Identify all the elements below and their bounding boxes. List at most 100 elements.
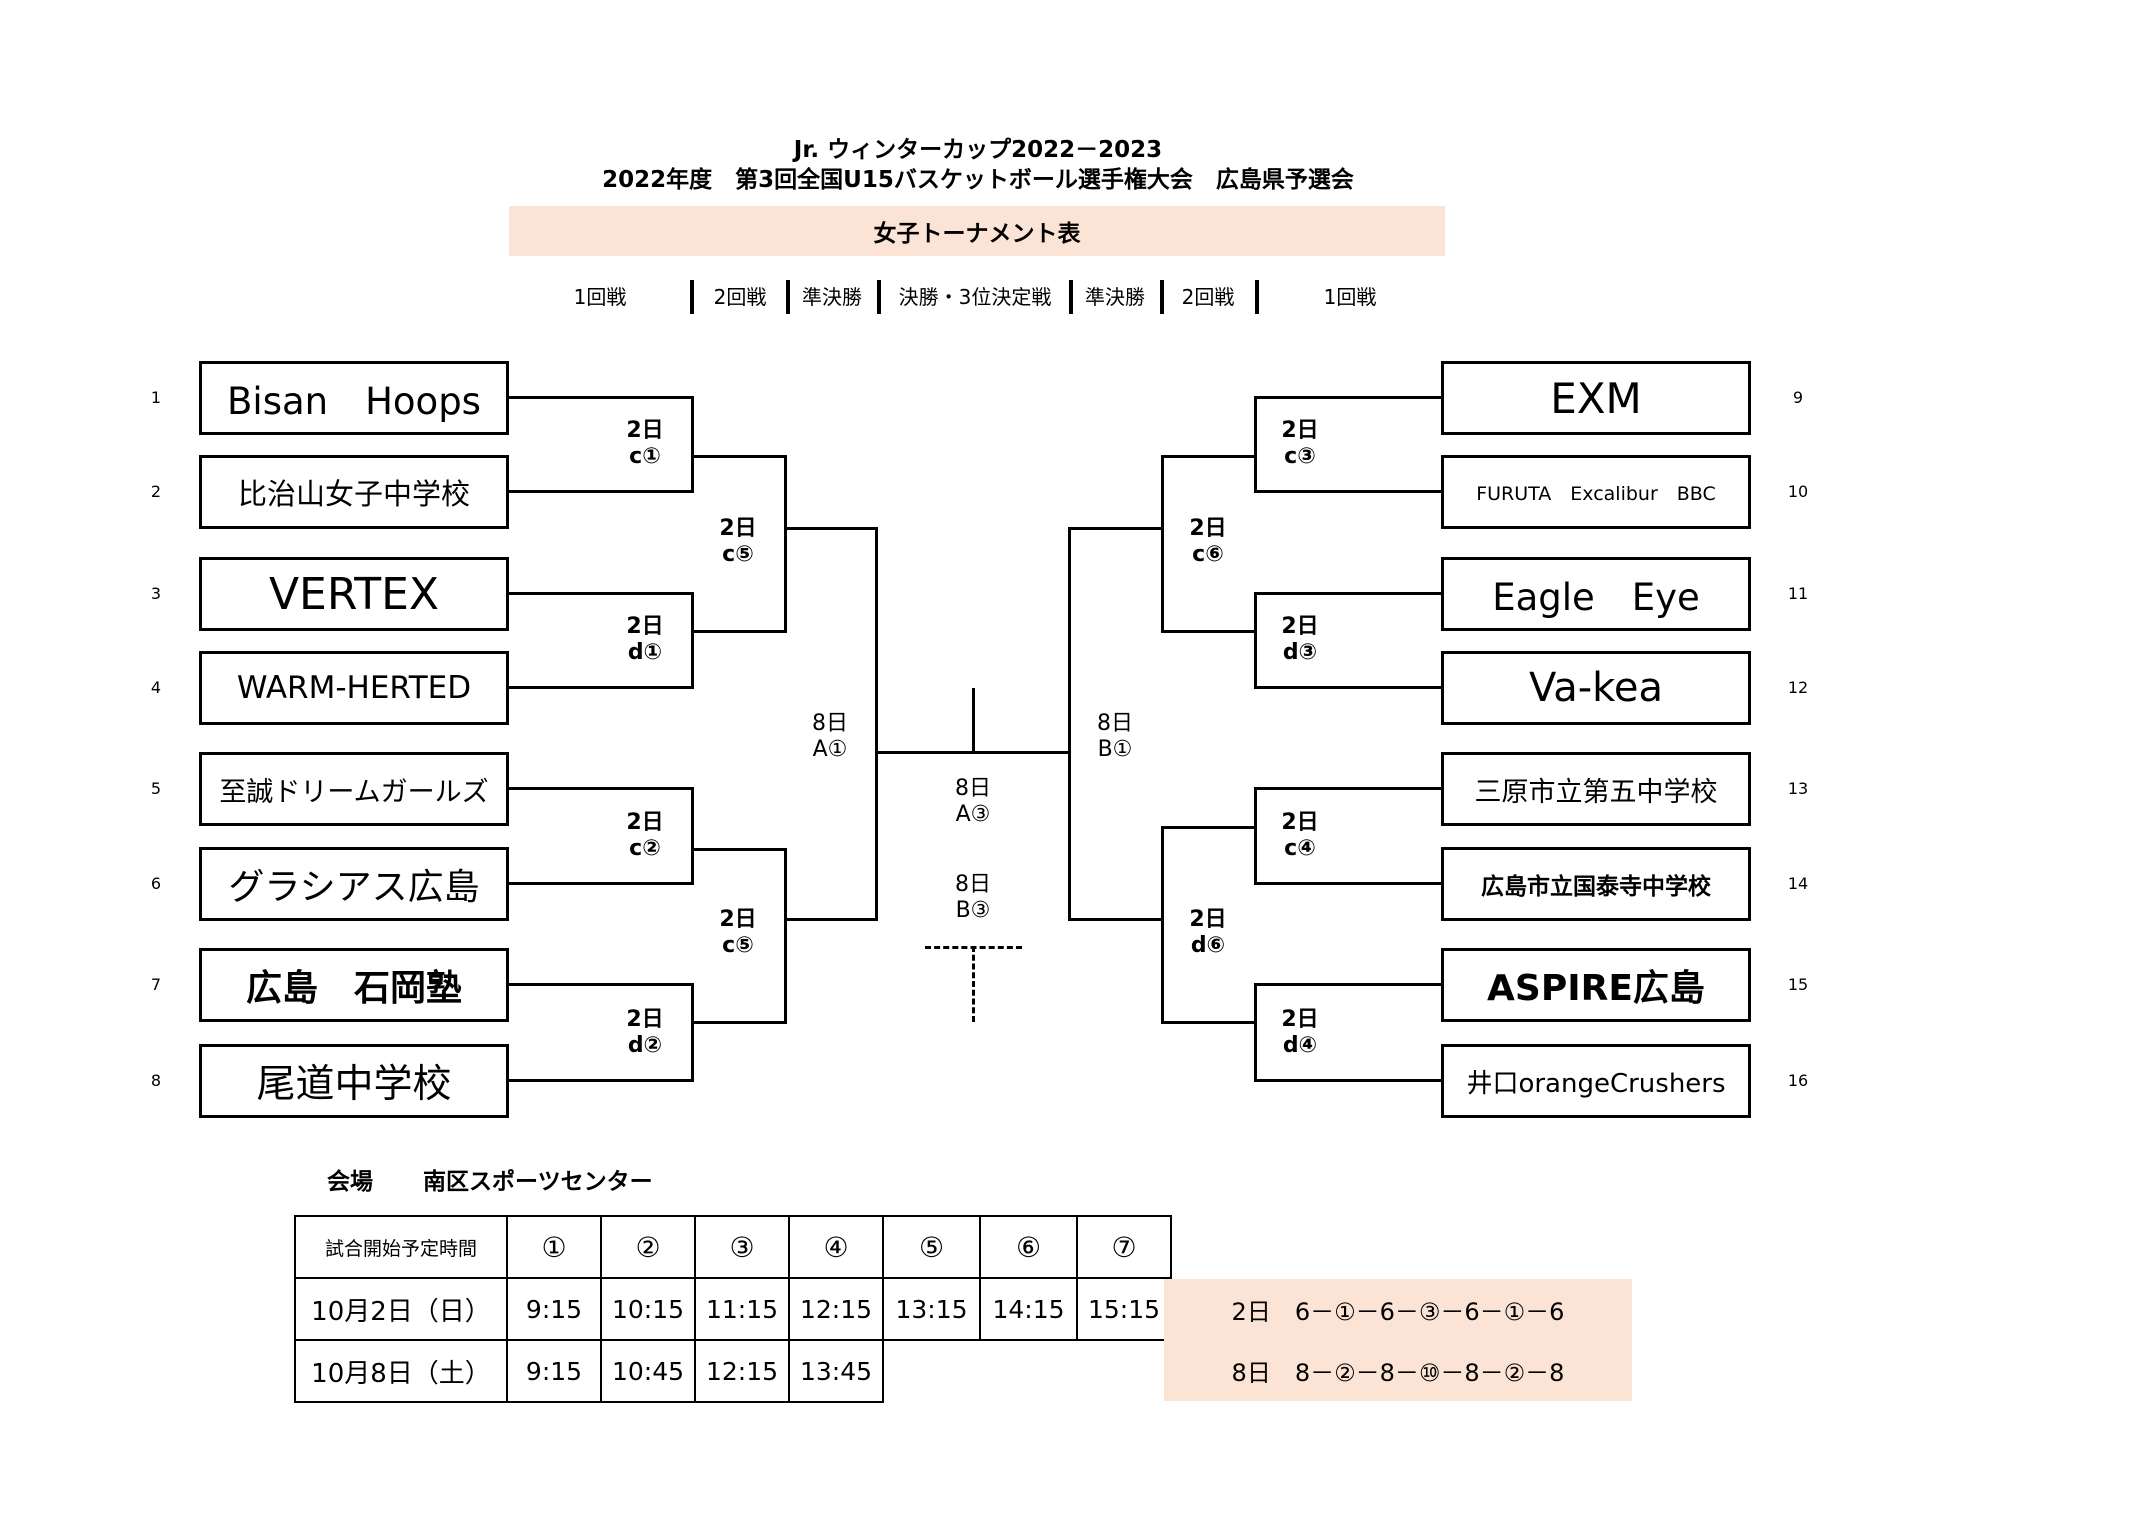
bracket-line — [1254, 592, 1257, 689]
match-code: d⑥ — [1190, 933, 1226, 958]
bracket-line — [1161, 630, 1257, 633]
bracket-line — [1254, 983, 1441, 986]
match-code: A③ — [955, 802, 991, 827]
seed-number: 3 — [150, 584, 162, 603]
seed-number: 11 — [1787, 584, 1809, 603]
slot-header: ② — [600, 1215, 696, 1279]
final-winner-line — [972, 688, 975, 754]
bracket-line — [509, 1079, 694, 1082]
bracket-line — [1068, 918, 1164, 921]
schedule-time: 14:15 — [979, 1277, 1078, 1341]
slot-header: ③ — [694, 1215, 790, 1279]
team-box: 広島 石岡塾 — [199, 948, 509, 1022]
team-box: ASPIRE広島 — [1441, 948, 1751, 1022]
slot-header: ⑥ — [979, 1215, 1078, 1279]
match-label: 2日 d① — [615, 614, 675, 666]
third-place-label: 8日 B③ — [943, 872, 1003, 924]
empty-cell — [980, 1340, 1077, 1402]
round-separator — [1160, 280, 1164, 314]
bracket-line — [509, 396, 694, 399]
schedule-time: 10:15 — [600, 1277, 696, 1341]
match-code: c⑥ — [1192, 542, 1224, 567]
round-header-right-r1: 1回戦 — [1323, 285, 1377, 309]
bracket-line — [509, 592, 694, 595]
seed-number: 13 — [1787, 779, 1809, 798]
team-box: 三原市立第五中学校 — [1441, 752, 1751, 826]
match-day: 8日 — [955, 776, 991, 801]
seed-number: 16 — [1787, 1071, 1809, 1090]
team-box: 尾道中学校 — [199, 1044, 509, 1118]
round-header-left-r1: 1回戦 — [573, 285, 627, 309]
bracket-line — [691, 848, 787, 851]
match-day: 2日 — [719, 516, 757, 541]
team-box: FURUTA Excalibur BBC — [1441, 455, 1751, 529]
seed-number: 1 — [150, 388, 162, 407]
match-code: c③ — [1284, 444, 1316, 469]
match-code: B① — [1097, 737, 1133, 762]
round-header-right-r2: 2回戦 — [1181, 285, 1235, 309]
match-label: 2日 d④ — [1270, 1007, 1330, 1059]
match-code: c① — [629, 444, 661, 469]
bracket-line — [1254, 787, 1257, 885]
round-header-final: 決勝・3位決定戦 — [898, 285, 1052, 309]
seed-number: 2 — [150, 482, 162, 501]
bracket-line — [1254, 1079, 1441, 1082]
match-day: 2日 — [1189, 907, 1227, 932]
team-box: 比治山女子中学校 — [199, 455, 509, 529]
bracket-line — [509, 787, 694, 790]
slot-header: ① — [506, 1215, 602, 1279]
bracket-line — [1254, 787, 1441, 790]
slot-header: ⑤ — [882, 1215, 981, 1279]
bracket-line — [509, 882, 694, 885]
schedule-header-label: 試合開始予定時間 — [294, 1215, 508, 1279]
round-separator — [690, 280, 694, 314]
match-label: 2日 d⑥ — [1178, 907, 1238, 959]
team-box: VERTEX — [199, 557, 509, 631]
third-place-line — [972, 946, 975, 1022]
seed-number: 5 — [150, 779, 162, 798]
match-label: 2日 c② — [615, 810, 675, 862]
seed-number: 7 — [150, 975, 162, 994]
rotation-note: 8日 8－②－8－⑩－8－②－8 — [1164, 1339, 1632, 1401]
round-header-left-r2: 2回戦 — [713, 285, 767, 309]
match-label: 2日 c⑥ — [1178, 516, 1238, 568]
bracket-line — [509, 490, 694, 493]
team-box: Bisan Hoops — [199, 361, 509, 435]
bracket-line — [1254, 396, 1257, 493]
seed-number: 10 — [1787, 482, 1809, 501]
match-label: 2日 c① — [615, 418, 675, 470]
match-day: 2日 — [626, 614, 664, 639]
bracket-line — [784, 527, 878, 530]
match-day: 8日 — [955, 872, 991, 897]
match-label: 2日 c⑤ — [708, 907, 768, 959]
team-box: 広島市立国泰寺中学校 — [1441, 847, 1751, 921]
round-separator — [877, 280, 881, 314]
match-code: A① — [812, 737, 848, 762]
match-code: B③ — [955, 898, 991, 923]
bracket-line — [784, 918, 878, 921]
round-header-right-sf: 準決勝 — [1085, 285, 1145, 309]
schedule-time: 15:15 — [1076, 1277, 1172, 1341]
bracket-line — [691, 787, 694, 885]
match-code: c② — [629, 836, 661, 861]
seed-number: 14 — [1787, 874, 1809, 893]
bracket-line — [1161, 1021, 1257, 1024]
bracket-line — [1254, 882, 1441, 885]
team-box: Eagle Eye — [1441, 557, 1751, 631]
schedule-time: 13:15 — [882, 1277, 981, 1341]
bracket-line — [1254, 490, 1441, 493]
seed-number: 6 — [150, 874, 162, 893]
bracket-line — [509, 983, 694, 986]
match-day: 2日 — [1281, 418, 1319, 443]
bracket-line — [1254, 592, 1441, 595]
bracket-line — [1254, 983, 1257, 1082]
round-separator — [1255, 280, 1259, 314]
bracket-line — [691, 630, 787, 633]
bracket-line — [691, 983, 694, 1082]
match-label: 2日 d② — [615, 1007, 675, 1059]
match-label: 2日 c③ — [1270, 418, 1330, 470]
team-box: 井口orangeCrushers — [1441, 1044, 1751, 1118]
venue-line: 会場 南区スポーツセンター — [327, 1162, 653, 1196]
match-code: d③ — [1282, 640, 1318, 665]
bracket-line — [1161, 455, 1257, 458]
